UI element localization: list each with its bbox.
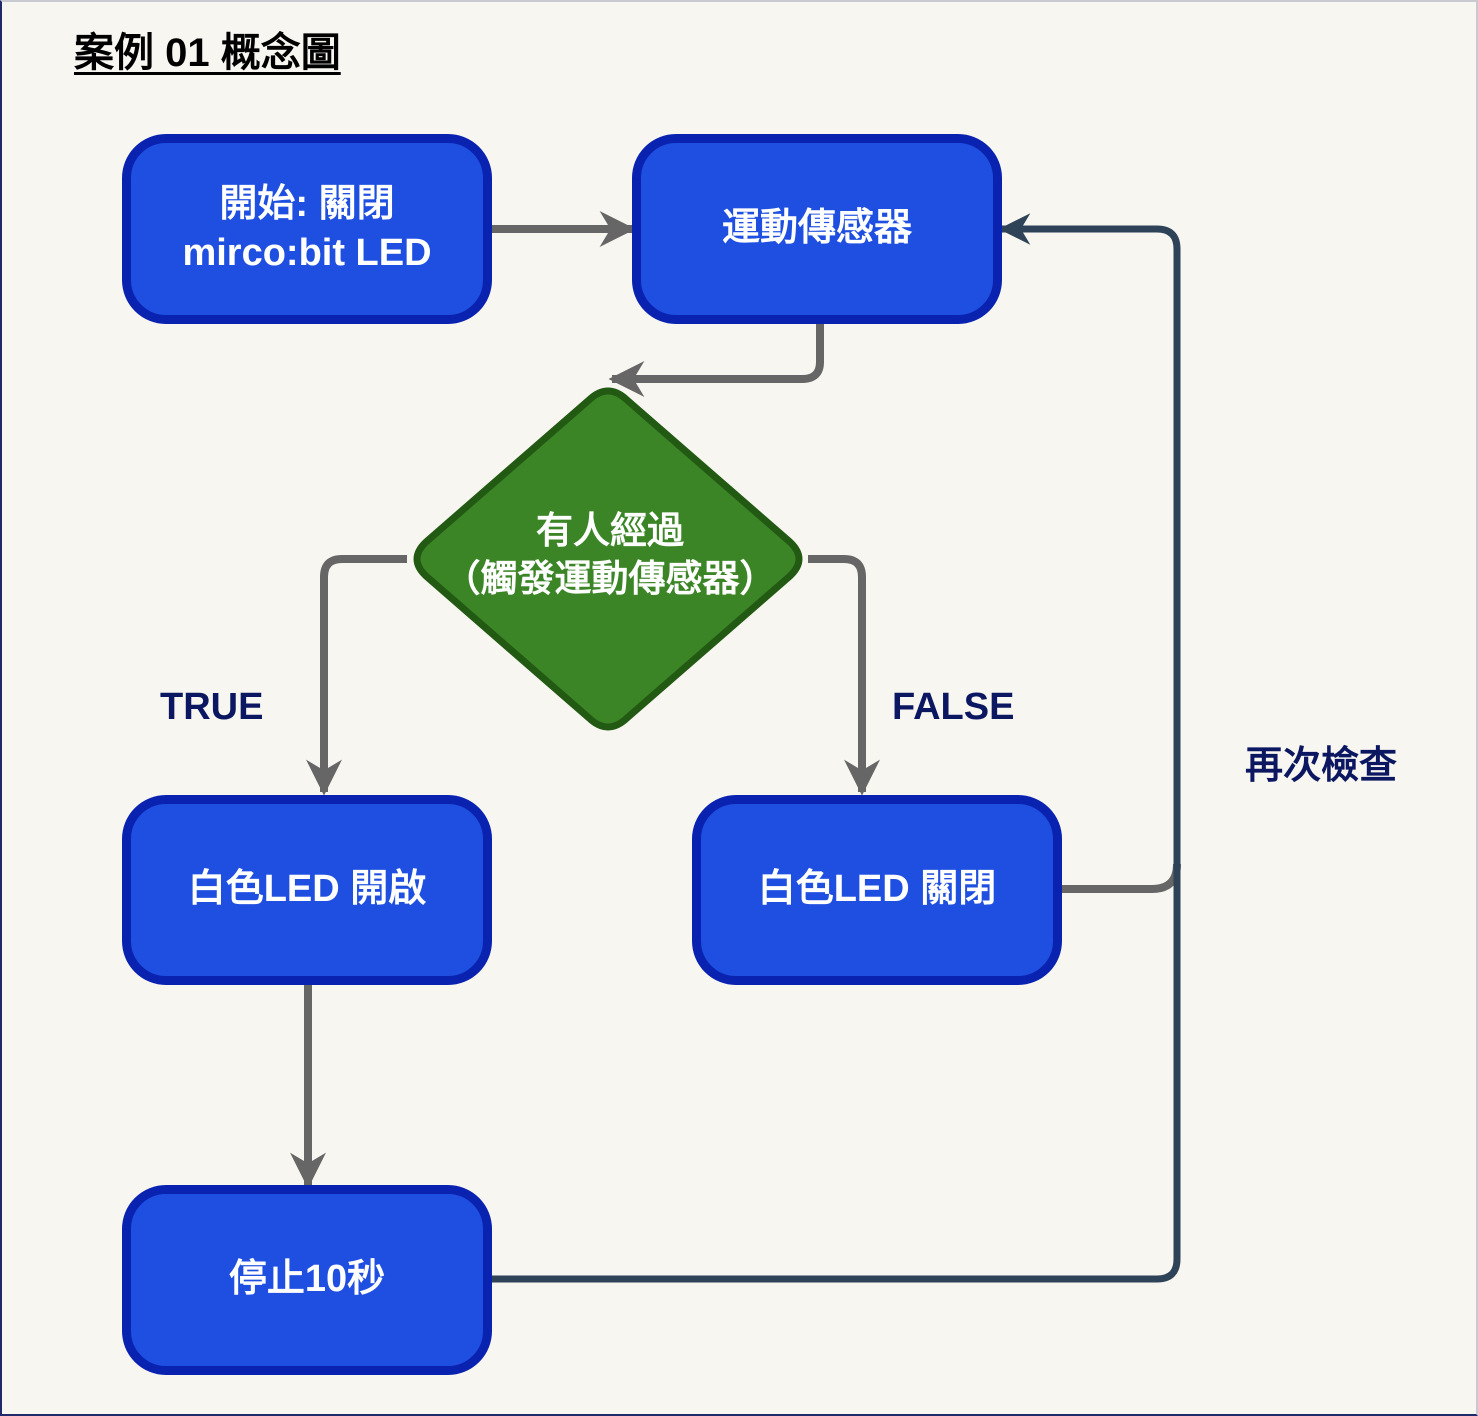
edge-recheck-loop — [490, 213, 1181, 1283]
wait-node[interactable]: 停止10秒 — [122, 1185, 492, 1375]
recheck-edge-label: 再次檢查 — [1245, 745, 1398, 787]
edge-decision-to-led-on — [306, 555, 407, 796]
wait-node-label: 停止10秒 — [228, 1258, 386, 1301]
led-off-node-label: 白色LED 關閉 — [757, 868, 997, 911]
edge-led-off-to-loop — [1060, 863, 1181, 893]
sensor-node-label: 運動傳感器 — [721, 207, 912, 250]
edge-sensor-to-decision — [608, 324, 824, 397]
start-node[interactable]: 開始: 關閉 mirco:bit LED — [122, 134, 492, 324]
led-off-node[interactable]: 白色LED 關閉 — [692, 795, 1062, 985]
start-node-line1: 開始: 關閉 — [219, 182, 395, 225]
false-edge-label: FALSE — [892, 686, 1015, 728]
led-on-node[interactable]: 白色LED 開啟 — [122, 795, 492, 985]
led-on-node-label: 白色LED 開啟 — [187, 868, 427, 911]
decision-node-line2: （觸發運動傳感器） — [443, 558, 777, 600]
decision-diamond-shape — [413, 387, 803, 731]
edge-decision-to-led-off — [808, 555, 880, 796]
sensor-node[interactable]: 運動傳感器 — [632, 134, 1002, 324]
page-title: 案例 01 概念圖 — [74, 31, 341, 75]
true-edge-label: TRUE — [160, 686, 264, 728]
decision-node[interactable]: 有人經過 （觸發運動傳感器） — [412, 507, 808, 603]
decision-node-line1: 有人經過 — [536, 510, 684, 551]
start-node-line2: mirco:bit LED — [182, 232, 432, 274]
